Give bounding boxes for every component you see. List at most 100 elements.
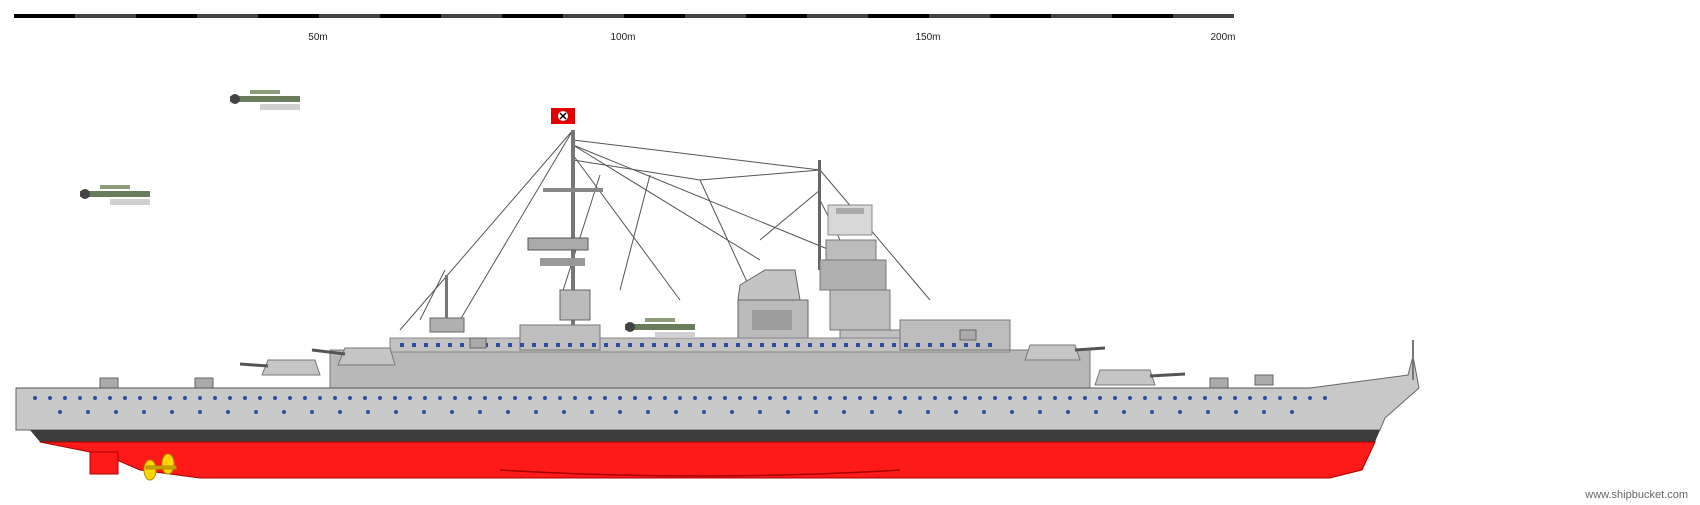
porthole [513, 396, 517, 400]
porthole [310, 410, 314, 414]
superstructure-window [904, 343, 908, 347]
porthole [702, 410, 706, 414]
porthole [394, 410, 398, 414]
porthole [926, 410, 930, 414]
superstructure-window [508, 343, 512, 347]
porthole [963, 396, 967, 400]
superstructure-window [496, 343, 500, 347]
porthole [758, 410, 762, 414]
porthole [786, 410, 790, 414]
superstructure-window [664, 343, 668, 347]
scale-segment [624, 14, 685, 18]
porthole [1262, 410, 1266, 414]
porthole [1173, 396, 1177, 400]
porthole [1053, 396, 1057, 400]
porthole [1010, 410, 1014, 414]
porthole [843, 396, 847, 400]
scale-segment [319, 14, 380, 18]
porthole [663, 396, 667, 400]
porthole [168, 396, 172, 400]
scale-label-50m: 50m [308, 32, 328, 43]
superstructure-window [940, 343, 944, 347]
scale-segment [75, 14, 136, 18]
superstructure-window [856, 343, 860, 347]
porthole [1008, 396, 1012, 400]
superstructure-window [952, 343, 956, 347]
scale-segment [258, 14, 319, 18]
porthole [948, 396, 952, 400]
bow-jackstaff [1412, 340, 1414, 380]
porthole [646, 410, 650, 414]
porthole [93, 396, 97, 400]
porthole [258, 396, 262, 400]
scale-bar: 50m 100m 150m 200m [14, 14, 1244, 54]
porthole [138, 396, 142, 400]
scale-segment [380, 14, 441, 18]
superstructure-window [424, 343, 428, 347]
porthole [288, 396, 292, 400]
porthole [954, 410, 958, 414]
porthole [318, 396, 322, 400]
porthole [858, 396, 862, 400]
porthole [48, 396, 52, 400]
superstructure-window [700, 343, 704, 347]
superstructure-window [976, 343, 980, 347]
porthole [303, 396, 307, 400]
porthole [1158, 396, 1162, 400]
porthole [1066, 410, 1070, 414]
superstructure [329, 319, 1091, 391]
superstructure-window [760, 343, 764, 347]
porthole [58, 410, 62, 414]
porthole [1098, 396, 1102, 400]
porthole [588, 396, 592, 400]
porthole [363, 396, 367, 400]
porthole [1203, 396, 1207, 400]
superstructure-window [628, 343, 632, 347]
scale-segment [14, 14, 75, 18]
porthole [393, 396, 397, 400]
scale-segment [746, 14, 807, 18]
porthole [1234, 410, 1238, 414]
porthole [798, 396, 802, 400]
porthole [142, 410, 146, 414]
porthole [1290, 410, 1294, 414]
rudder [89, 451, 119, 475]
superstructure-window [988, 343, 992, 347]
superstructure-window [412, 343, 416, 347]
porthole [590, 410, 594, 414]
porthole [1068, 396, 1072, 400]
porthole [1188, 396, 1192, 400]
porthole [1083, 396, 1087, 400]
porthole [1293, 396, 1297, 400]
porthole [243, 396, 247, 400]
superstructure-window [844, 343, 848, 347]
porthole [450, 410, 454, 414]
porthole [933, 396, 937, 400]
porthole [982, 410, 986, 414]
porthole [1323, 396, 1327, 400]
porthole [618, 410, 622, 414]
porthole [1023, 396, 1027, 400]
superstructure-window [436, 343, 440, 347]
porthole [1308, 396, 1312, 400]
scale-segment [929, 14, 990, 18]
porthole [1248, 396, 1252, 400]
superstructure-window [916, 343, 920, 347]
scale-label-100m: 100m [610, 32, 636, 43]
scale-segment [807, 14, 868, 18]
porthole [483, 396, 487, 400]
superstructure-window [772, 343, 776, 347]
scale-segment [563, 14, 624, 18]
porthole [348, 396, 352, 400]
porthole [282, 410, 286, 414]
porthole [723, 396, 727, 400]
superstructure-window [820, 343, 824, 347]
superstructure-window [592, 343, 596, 347]
porthole [870, 410, 874, 414]
propeller-icon [143, 453, 177, 481]
scale-segment [441, 14, 502, 18]
aa-mounts [99, 329, 1274, 389]
porthole [558, 396, 562, 400]
porthole [828, 396, 832, 400]
porthole [903, 396, 907, 400]
